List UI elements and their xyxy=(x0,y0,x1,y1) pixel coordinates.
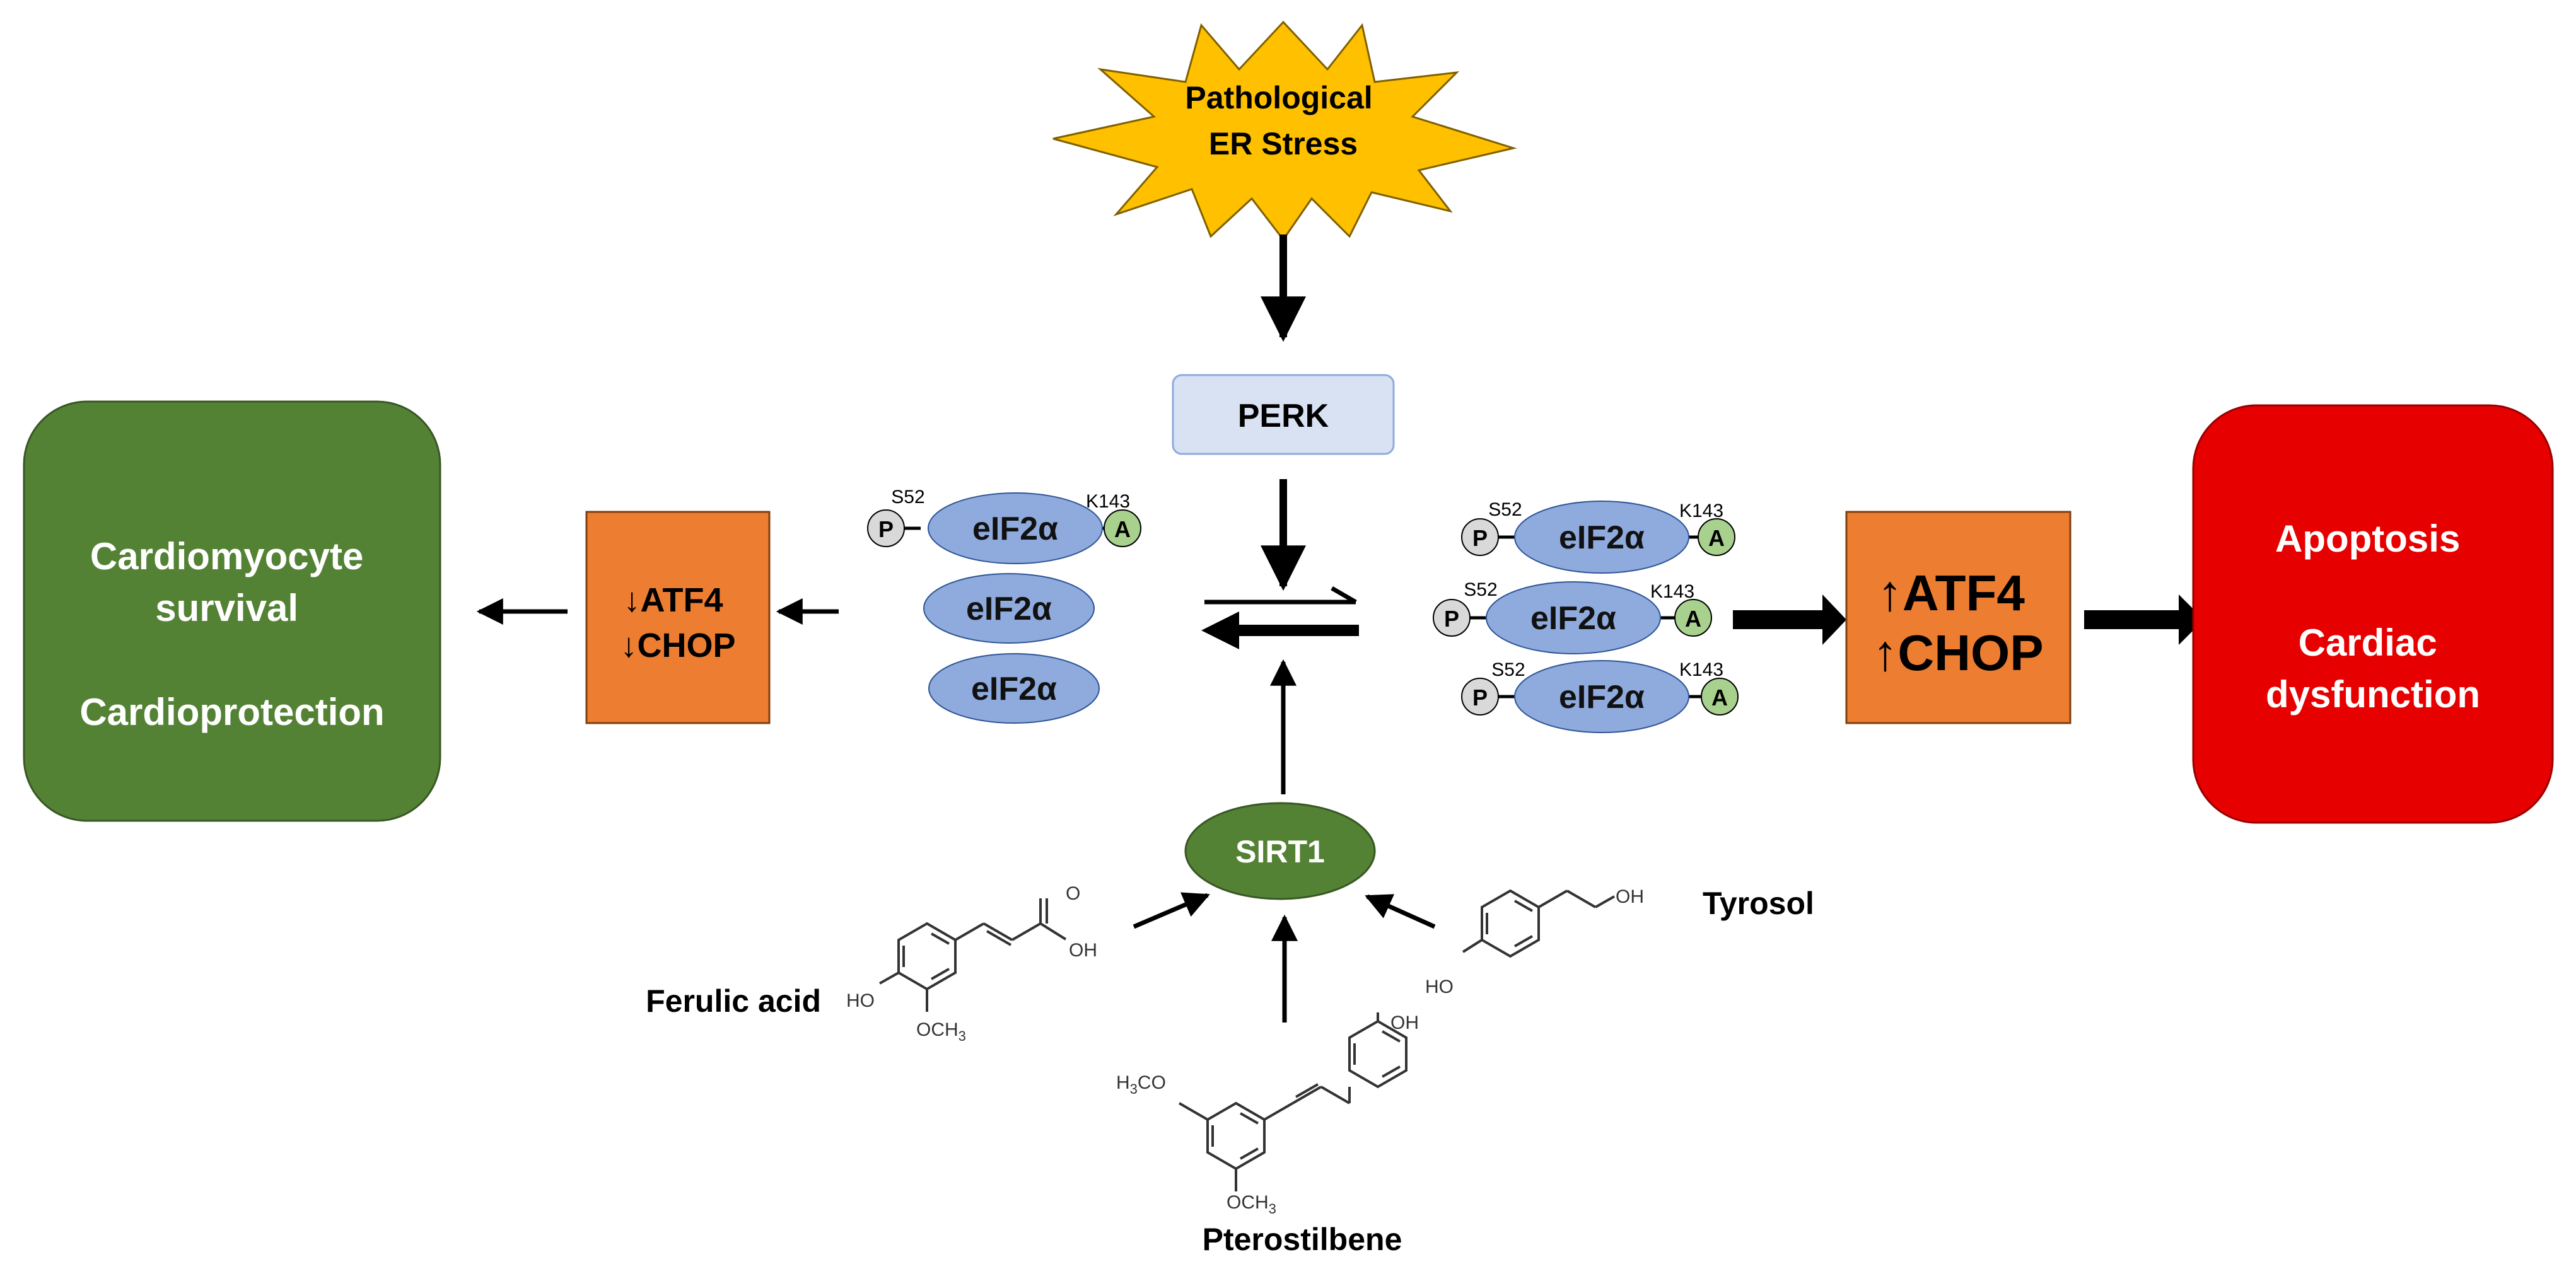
eif2a-left-3: eIF2α xyxy=(928,653,1100,724)
svg-text:eIF2α: eIF2α xyxy=(1559,519,1645,556)
svg-text:P: P xyxy=(1444,606,1459,632)
ferulic-acid-structure xyxy=(879,898,1067,1012)
chop-up: ↑CHOP xyxy=(1872,625,2043,681)
svg-text:eIF2α: eIF2α xyxy=(1530,600,1616,637)
svg-text:A: A xyxy=(1114,516,1131,542)
apoptosis-box: Apoptosis Cardiac dysfunction xyxy=(2192,404,2554,824)
atf4-down: ↓ATF4 xyxy=(623,581,723,619)
arrow-tyrosol-to-sirt1 xyxy=(1365,894,1436,929)
sirt1-label: SIRT1 xyxy=(1235,834,1325,869)
outcome-apoptosis: Apoptosis xyxy=(2275,518,2460,560)
svg-text:S52: S52 xyxy=(1488,499,1522,520)
svg-text:K143: K143 xyxy=(1650,581,1694,602)
svg-text:H3CO: H3CO xyxy=(1116,1072,1166,1097)
svg-text:eIF2α: eIF2α xyxy=(966,591,1052,627)
perk-label: PERK xyxy=(1238,398,1329,434)
eif2a-right-2: eIF2α P A S52 K143 xyxy=(1433,579,1712,654)
er-stress-burst: Pathological ER Stress xyxy=(1052,20,1517,241)
outcome-cardioprotection: Cardioprotection xyxy=(79,691,384,733)
svg-text:S52: S52 xyxy=(891,487,924,507)
eif2a-right-1: eIF2α P A S52 K143 xyxy=(1461,499,1735,574)
svg-text:P: P xyxy=(1472,525,1488,551)
eif2a-right-3: eIF2α P A S52 K143 xyxy=(1461,659,1739,733)
outcome-survival-1: Cardiomyocyte xyxy=(90,535,363,577)
svg-text:O: O xyxy=(1066,883,1080,904)
eif2a-group-right: eIF2α P A S52 K143 eIF2α P A S52 K143 eI… xyxy=(1433,499,1739,733)
svg-text:Pathological ER Stress: Pathological ER Stress xyxy=(1185,80,1381,161)
tyrosol-structure xyxy=(1462,889,1615,958)
svg-text:P: P xyxy=(1472,685,1488,710)
svg-text:K143: K143 xyxy=(1679,501,1723,521)
pterostilbene-labels: H3CO OH OCH3 xyxy=(1116,1012,1419,1217)
outcome-dysfunction: dysfunction xyxy=(2266,673,2480,716)
outcome-survival-2: survival xyxy=(155,587,298,629)
svg-text:↓ATF4 ↓CHOP: ↓ATF4 ↓CHOP xyxy=(620,581,735,664)
svg-text:OH: OH xyxy=(1390,1012,1419,1033)
svg-text:HO: HO xyxy=(846,990,875,1011)
svg-text:eIF2α: eIF2α xyxy=(971,671,1057,707)
svg-text:S52: S52 xyxy=(1491,659,1525,680)
svg-text:A: A xyxy=(1711,685,1728,710)
equilibrium-arrows xyxy=(1201,586,1359,649)
pterostilbene-structure xyxy=(1178,1012,1407,1191)
svg-text:OCH3: OCH3 xyxy=(1227,1192,1276,1217)
atf4-up: ↑ATF4 xyxy=(1877,565,2025,621)
arrow-ferulic-to-sirt1 xyxy=(1133,892,1210,929)
arrow-right-box-to-red xyxy=(2084,594,2204,645)
ferulic-acid-name: Ferulic acid xyxy=(646,983,821,1019)
stress-line1: Pathological xyxy=(1185,80,1372,115)
eif2a-group-left: eIF2α P A S52 K143 eIF2α eIF2α xyxy=(867,487,1141,724)
svg-text:OH: OH xyxy=(1616,886,1644,907)
svg-text:↑ATF4 ↑CHOP: ↑ATF4 ↑CHOP xyxy=(1872,565,2043,681)
svg-text:Apoptosis Cardiac: Apoptosis Cardiac dysfunction xyxy=(2266,518,2480,716)
eif2a-left-2: eIF2α xyxy=(923,573,1095,644)
eif2a-phospho-acetyl-left: eIF2α P A S52 K143 xyxy=(867,487,1141,564)
arrow-right-eif-to-box xyxy=(1733,594,1846,645)
svg-text:eIF2α: eIF2α xyxy=(972,511,1058,547)
tyrosol-labels: OH HO xyxy=(1425,886,1644,997)
svg-text:A: A xyxy=(1708,525,1725,551)
svg-text:OH: OH xyxy=(1069,940,1097,961)
sirt1-node: SIRT1 xyxy=(1184,802,1376,900)
cardioprotection-box: Cardiomyocyte survival Cardioprotection xyxy=(23,400,441,822)
svg-text:HO: HO xyxy=(1425,976,1454,997)
svg-text:OCH3: OCH3 xyxy=(916,1019,966,1044)
stress-line2: ER Stress xyxy=(1209,126,1358,161)
outcome-cardiac: Cardiac xyxy=(2299,622,2437,664)
svg-text:A: A xyxy=(1685,606,1701,632)
ferulic-acid-labels: O OH HO OCH3 xyxy=(846,883,1097,1044)
atf4-chop-down-box: ↓ATF4 ↓CHOP xyxy=(585,511,771,724)
tyrosol-name: Tyrosol xyxy=(1703,886,1814,921)
atf4-chop-up-box: ↑ATF4 ↑CHOP xyxy=(1845,511,2072,724)
svg-text:Cardiomyocyte survival: Cardiomyocyte survival Cardioprotection xyxy=(79,535,384,733)
svg-text:P: P xyxy=(878,516,894,542)
svg-text:eIF2α: eIF2α xyxy=(1559,679,1645,716)
pterostilbene-name: Pterostilbene xyxy=(1203,1222,1402,1257)
svg-text:K143: K143 xyxy=(1679,659,1723,680)
svg-text:S52: S52 xyxy=(1464,579,1497,600)
chop-down: ↓CHOP xyxy=(620,627,735,664)
svg-text:K143: K143 xyxy=(1086,491,1130,512)
perk-box: PERK xyxy=(1172,374,1395,455)
